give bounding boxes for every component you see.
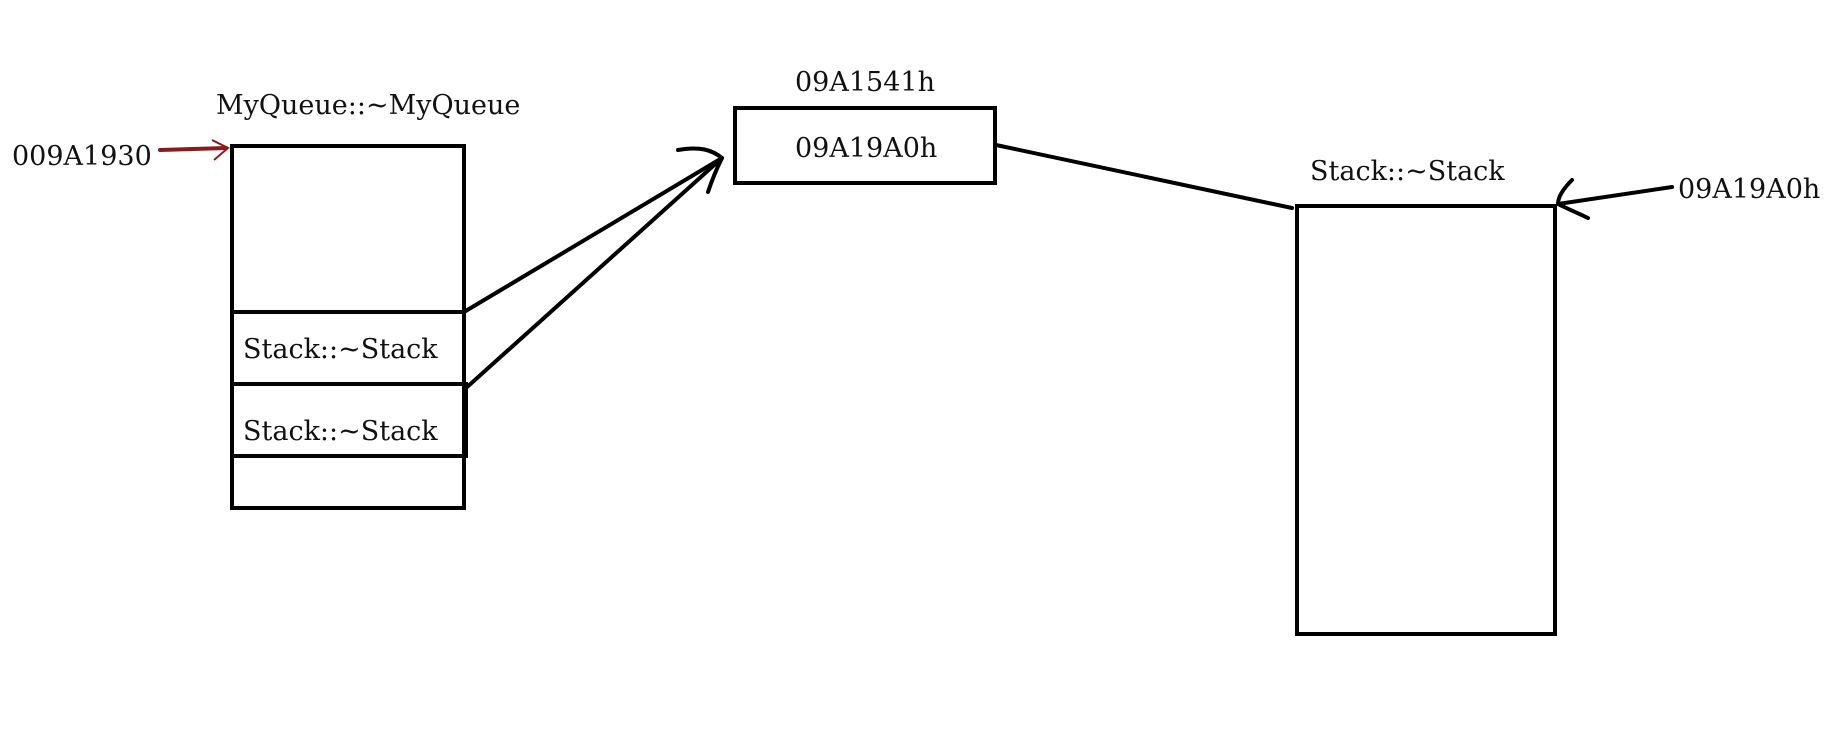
stack-slot-1-label: Stack::~Stack (243, 334, 438, 365)
pointer-box-title: 09A1541h (795, 67, 935, 98)
slot1-to-pointer-arrow (462, 156, 724, 314)
right-pointer-arrow (1556, 185, 1674, 206)
slot2-to-pointer-arrow (464, 156, 724, 390)
right-address-label: 09A19A0h (1678, 174, 1820, 205)
pointer-to-stack-line (994, 143, 1294, 210)
stack-slot-2-label: Stack::~Stack (243, 416, 438, 447)
right-pointer-arrowhead (1556, 178, 1590, 220)
stack-slot-2 (230, 382, 468, 458)
myqueue-title: MyQueue::~MyQueue (216, 90, 520, 121)
myqueue-box (230, 144, 466, 510)
right-stack-title: Stack::~Stack (1310, 156, 1505, 187)
pointer-box-value: 09A19A0h (795, 133, 937, 164)
left-pointer-arrow (158, 139, 230, 161)
left-address-label: 009A1930 (12, 141, 152, 172)
right-stack-box (1295, 204, 1557, 636)
pointer-arrowhead (676, 146, 724, 194)
